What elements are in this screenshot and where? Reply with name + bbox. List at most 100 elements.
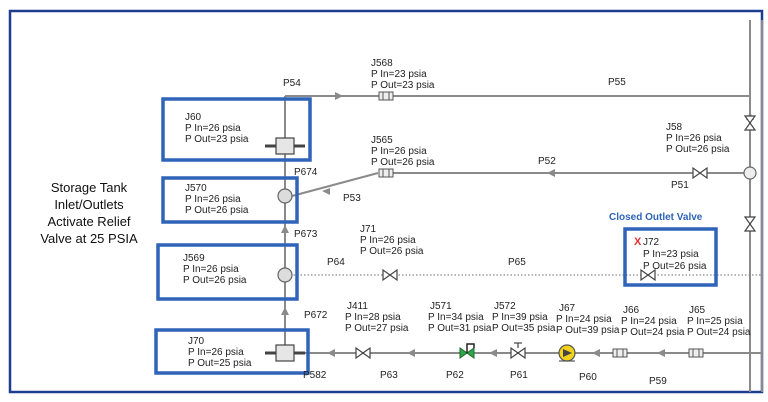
junction-p-in: P In=39 psia	[492, 312, 548, 323]
junction-p-in: P In=23 psia	[643, 249, 699, 260]
valve-icon-j411[interactable]	[355, 346, 371, 360]
junction-p-out: P Out=26 psia	[666, 144, 730, 155]
valve-icon-right-upper[interactable]	[743, 115, 757, 131]
tee-icon-j58-node[interactable]	[743, 166, 757, 180]
pipe-label-p64: P64	[327, 257, 345, 268]
junction-name: J572	[494, 301, 516, 312]
junction-label-j571[interactable]: J571 P In=34 psia P Out=31 psia	[428, 301, 492, 334]
annotation-line-3: Activate Relief	[47, 214, 130, 229]
highlight-box-j569	[156, 243, 299, 301]
flow-arrow	[592, 349, 600, 357]
flow-arrow	[335, 92, 343, 100]
junction-label-j570[interactable]: J570 P In=26 psia P Out=26 psia	[185, 183, 249, 216]
junction-p-in: P In=24 psia	[621, 316, 677, 327]
junction-p-out: P Out=25 psia	[188, 358, 252, 369]
junction-p-out: P Out=24 psia	[687, 327, 751, 338]
junction-p-in: P In=26 psia	[188, 347, 244, 358]
fitting-icon-j568[interactable]	[378, 91, 394, 101]
junction-p-out: P Out=26 psia	[643, 261, 707, 272]
junction-p-in: P In=34 psia	[428, 312, 484, 323]
junction-p-in: P In=26 psia	[371, 146, 427, 157]
pump-icon-j67[interactable]	[558, 344, 576, 362]
valve-icon-j572[interactable]	[510, 342, 526, 360]
junction-p-in: P In=26 psia	[183, 264, 239, 275]
valve-icon-right-lower[interactable]	[743, 216, 757, 232]
highlight-box-j72	[623, 227, 718, 287]
pipe-p53[interactable]	[291, 172, 379, 197]
junction-label-j72[interactable]: X J72 P In=23 psia P Out=26 psia	[634, 236, 707, 272]
flow-arrow	[327, 349, 335, 357]
closed-x-icon: X	[634, 236, 642, 248]
junction-label-j60[interactable]: J60 P In=26 psia P Out=23 psia	[185, 112, 249, 145]
junction-p-in: P In=25 psia	[687, 316, 743, 327]
junction-p-out: P Out=26 psia	[360, 246, 424, 257]
flow-arrow	[322, 188, 330, 195]
pipe-label-p63: P63	[380, 370, 398, 381]
valve-icon-j71[interactable]	[382, 268, 398, 282]
pipe-label-p582: P582	[303, 370, 327, 381]
junction-name: J67	[559, 303, 576, 314]
annotation-line-2: Inlet/Outlets	[54, 197, 124, 212]
junction-label-j70[interactable]: J70 P In=26 psia P Out=25 psia	[188, 336, 252, 369]
pipe-label-p61: P61	[510, 370, 528, 381]
junction-label-j71[interactable]: J71 P In=26 psia P Out=26 psia	[360, 224, 424, 257]
fitting-icon-j66[interactable]	[612, 348, 628, 358]
junction-name: J65	[689, 305, 706, 316]
pipe-label-p62: P62	[446, 370, 464, 381]
pipe-label-p52: P52	[538, 156, 556, 167]
relief-valve-icon-j70[interactable]	[265, 344, 305, 362]
junction-name: J570	[185, 183, 207, 194]
junction-p-out: P Out=23 psia	[185, 134, 249, 145]
pipe-label-p51: P51	[671, 180, 689, 191]
fitting-icon-j65[interactable]	[688, 348, 704, 358]
relief-valve-icon-j60[interactable]	[265, 137, 305, 155]
flow-arrow	[657, 349, 665, 357]
junction-name: J72	[643, 237, 660, 248]
junction-label-j569[interactable]: J569 P In=26 psia P Out=26 psia	[183, 253, 247, 286]
annotation-line-1: Storage Tank	[51, 180, 128, 195]
junction-p-out: P Out=39 psia	[556, 325, 620, 336]
junction-p-in: P In=26 psia	[185, 194, 241, 205]
flow-arrow	[547, 169, 555, 177]
junction-p-out: P Out=31 psia	[428, 323, 492, 334]
junction-label-j572[interactable]: J572 P In=39 psia P Out=35 psia	[492, 301, 556, 334]
flow-arrow	[489, 349, 497, 357]
flow-arrow	[281, 307, 289, 315]
pipe-label-p55: P55	[608, 77, 626, 88]
flow-arrow	[407, 349, 415, 357]
pipe-label-p60: P60	[579, 372, 597, 383]
pipe-label-p65: P65	[508, 257, 526, 268]
pipe-label-p672: P672	[304, 310, 328, 321]
junction-label-j411[interactable]: J411 P In=28 psia P Out=27 psia	[345, 301, 409, 334]
junction-p-in: P In=28 psia	[345, 312, 401, 323]
highlight-box-j570	[161, 176, 299, 224]
junction-p-out: P Out=23 psia	[371, 80, 435, 91]
pipe-label-p673: P673	[294, 229, 318, 240]
pipe-label-p54: P54	[283, 78, 301, 89]
check-valve-icon-j571[interactable]	[459, 343, 475, 359]
valve-icon-j58[interactable]	[692, 166, 708, 180]
flow-arrow	[281, 225, 289, 233]
junction-p-in: P In=26 psia	[666, 133, 722, 144]
junction-p-out: P Out=35 psia	[492, 323, 556, 334]
junction-label-j565[interactable]: J565 P In=26 psia P Out=26 psia	[371, 135, 435, 168]
junction-p-out: P Out=26 psia	[185, 205, 249, 216]
junction-label-j65[interactable]: J65 P In=25 psia P Out=24 psia	[687, 305, 751, 338]
tee-icon-j570[interactable]	[277, 188, 293, 204]
junction-p-in: P In=26 psia	[185, 123, 241, 134]
tee-icon-j569[interactable]	[277, 267, 293, 283]
junction-name: J58	[666, 122, 683, 133]
junction-name: J60	[185, 112, 202, 123]
valve-icon-j72[interactable]	[640, 268, 656, 282]
junction-label-j568[interactable]: J568 P In=23 psia P Out=23 psia	[371, 58, 435, 91]
junction-label-j66[interactable]: J66 P In=24 psia P Out=24 psia	[621, 305, 685, 338]
fitting-icon-j565[interactable]	[378, 168, 394, 178]
junction-name: J568	[371, 58, 393, 69]
junction-name: J569	[183, 253, 205, 264]
junction-p-out: P Out=27 psia	[345, 323, 409, 334]
junction-label-j67[interactable]: J67 P In=24 psia P Out=39 psia	[556, 303, 620, 336]
highlight-box-j70	[154, 328, 310, 375]
junction-label-j58[interactable]: J58 P In=26 psia P Out=26 psia	[666, 122, 730, 155]
junction-name: J411	[347, 301, 368, 312]
